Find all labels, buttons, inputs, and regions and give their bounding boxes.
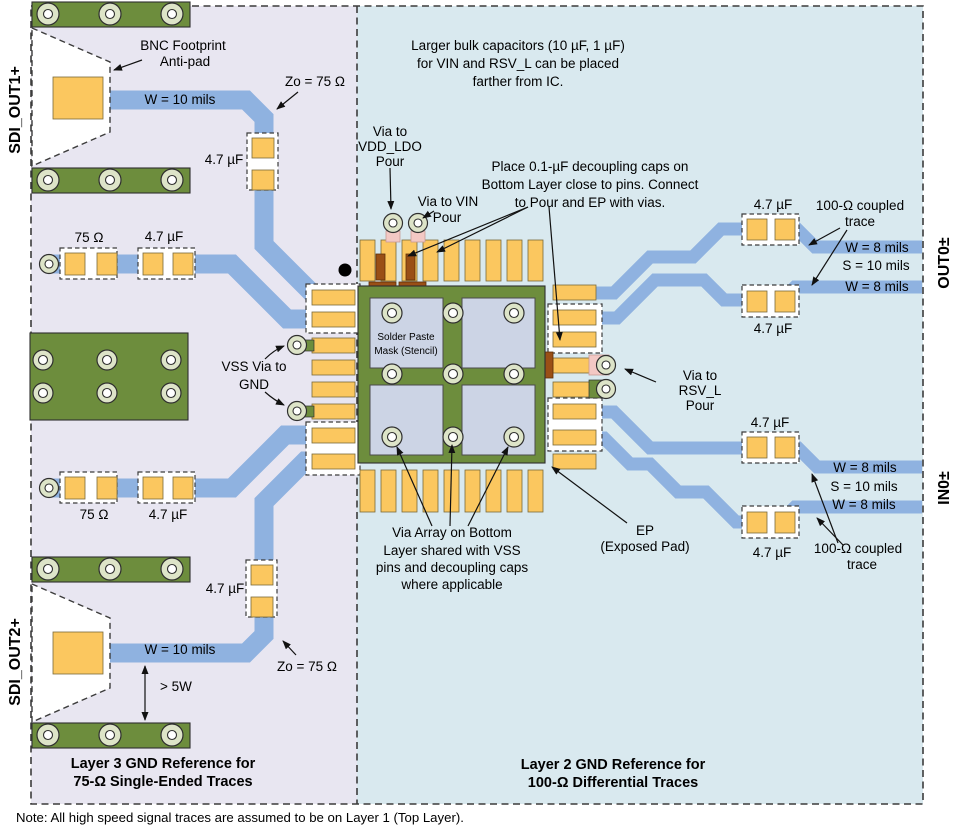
via-array-note: pins and decoupling caps (376, 560, 529, 575)
via-array-note: where applicable (400, 577, 502, 592)
spacing-5w-label: > 5W (160, 679, 192, 694)
layer2-title: 100-Ω Differential Traces (528, 775, 698, 791)
w8-label: W = 8 mils (845, 279, 909, 294)
cap47-label: 4.7 µF (149, 507, 188, 522)
out0-label: OUT0± (936, 237, 953, 289)
vss-via-bottom (286, 400, 315, 422)
res75-label: 75 Ω (75, 230, 104, 245)
cap47-label: 4.7 µF (751, 415, 790, 430)
bulk-cap-note: farther from IC. (473, 74, 564, 89)
vdd-ldo-via-note: Pour (376, 154, 405, 169)
pin1-dot (338, 263, 352, 277)
vin-via (407, 212, 429, 243)
w8-label: W = 8 mils (833, 460, 897, 475)
series-75ohm-cap-row1 (38, 247, 196, 280)
rsv-l-via-note: Pour (686, 398, 715, 413)
cap-47uf-vertical-bottom (245, 559, 278, 618)
gnd-pour-rect (29, 332, 189, 421)
cap47-label: 4.7 µF (754, 321, 793, 336)
bnc-center-pad (52, 76, 104, 120)
ic-top-pads (359, 239, 544, 282)
coupled-trace-note: 100-Ω coupled (814, 541, 902, 556)
gnd-bar-top (31, 1, 191, 28)
footnote: Note: All high speed signal traces are a… (16, 810, 464, 825)
decap-note: Place 0.1-µF decoupling caps on (492, 159, 689, 174)
layer2-title: Layer 2 GND Reference for (521, 757, 706, 773)
cap-47uf-vertical-top (246, 132, 279, 191)
w10-label-bottom: W = 10 mils (145, 642, 216, 657)
text-labels: SDI_OUT1+ SDI_OUT2+ BNC Footprint Anti-p… (7, 38, 953, 825)
vdd-ldo-via (382, 212, 404, 243)
in0-caps (741, 431, 800, 539)
ep-via-array (381, 302, 525, 448)
w8-label: W = 8 mils (832, 497, 896, 512)
vin-via-note: Pour (433, 210, 462, 225)
decap-note: Bottom Layer close to pins. Connect (482, 177, 699, 192)
stencil-square (369, 384, 444, 456)
decap-note: to Pour and EP with vias. (515, 195, 666, 210)
coupled-trace-note: trace (845, 214, 875, 229)
series-75ohm-cap-row2 (38, 471, 196, 504)
vss-via-note: VSS Via to (221, 359, 286, 374)
w8-label: W = 8 mils (845, 240, 909, 255)
layer3-title: 75-Ω Single-Ended Traces (73, 774, 252, 790)
ic-footprint (286, 212, 617, 513)
bulk-cap-note: Larger bulk capacitors (10 µF, 1 µF) (411, 38, 625, 53)
ep-label: EP (636, 523, 654, 538)
gnd-via-right (588, 378, 617, 400)
stencil-square (461, 384, 536, 456)
solder-paste-label: Mask (Stencil) (374, 346, 437, 357)
vin-via-note: Via to VIN (418, 194, 479, 209)
bulk-cap-note: for VIN and RSV_L can be placed (417, 56, 619, 71)
ic-bottom-pads (359, 469, 544, 513)
in0-label: IN0± (936, 471, 953, 505)
cap47-label: 4.7 µF (753, 545, 792, 560)
w10-label-top: W = 10 mils (145, 92, 216, 107)
bnc-antipad-note: Anti-pad (160, 54, 210, 69)
coupled-trace-note: trace (847, 557, 877, 572)
vss-via-note: GND (239, 377, 269, 392)
via-array-note: Layer shared with VSS (383, 543, 520, 558)
solder-paste-label: Solder Paste (377, 332, 435, 343)
rsv-l-via-note: RSV_L (679, 383, 722, 398)
vdd-ldo-via-note: Via to (373, 124, 407, 139)
vss-via-top (286, 334, 315, 356)
ic-left-pads (311, 289, 356, 470)
sdi-out2-label: SDI_OUT2+ (7, 618, 24, 706)
rsv-l-via (588, 354, 617, 376)
via-array-note: Via Array on Bottom (392, 525, 512, 540)
zo-75-label-bottom: Zo = 75 Ω (277, 659, 337, 674)
vdd-ldo-via-note: VDD_LDO (358, 139, 422, 154)
cap47-label: 4.7 µF (754, 197, 793, 212)
sdi-out1-label: SDI_OUT1+ (7, 66, 24, 154)
rsv-l-via-note: Via to (683, 368, 717, 383)
cap47-label: 4.7 µF (205, 152, 244, 167)
cap47-label: 4.7 µF (145, 229, 184, 244)
bnc-antipad-top (31, 26, 111, 168)
layer3-title: Layer 3 GND Reference for (71, 756, 256, 772)
gnd-bar-2 (31, 167, 191, 194)
gnd-bar-3 (31, 556, 191, 583)
zo-75-label-top: Zo = 75 Ω (285, 74, 345, 89)
s10-label: S = 10 mils (842, 258, 909, 273)
coupled-trace-note: 100-Ω coupled (816, 198, 904, 213)
s10-label: S = 10 mils (830, 479, 897, 494)
ep-label: (Exposed Pad) (600, 539, 689, 554)
annotation-arrows (113, 59, 848, 721)
bnc-center-pad (52, 631, 104, 675)
exposed-pad (357, 285, 546, 464)
bnc-antipad-note: BNC Footprint (140, 38, 226, 53)
gnd-bar-bottom (31, 722, 191, 749)
cap47-label: 4.7 µF (206, 581, 245, 596)
ic-right-pads (552, 284, 597, 470)
stencil-square (461, 297, 536, 369)
res75-label: 75 Ω (80, 507, 109, 522)
out0-caps (741, 213, 800, 318)
bnc-antipad-bottom (31, 582, 111, 724)
